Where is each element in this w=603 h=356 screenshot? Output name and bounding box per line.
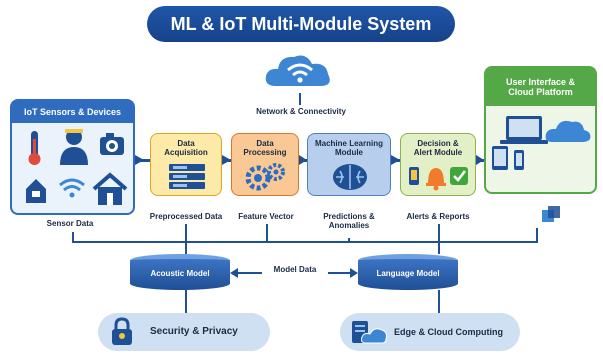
alert-icons (409, 167, 468, 191)
alert-title: Decision & Alert Module (413, 139, 463, 158)
drop-ml (348, 238, 350, 243)
check-icon (450, 167, 468, 185)
acoustic-model-label: Acoustic Model (150, 269, 210, 278)
windows-icon (542, 206, 560, 222)
iot-caption: Sensor Data (46, 219, 94, 228)
arrow-alert-ui (476, 155, 484, 165)
iot-title: IoT Sensors & Devices (12, 101, 133, 123)
home-icon (92, 172, 128, 205)
gears-icon (245, 163, 285, 191)
laptop-icon (500, 116, 548, 144)
title-banner: ML & IoT Multi-Module System (147, 6, 455, 42)
thermometer-icon (28, 131, 41, 165)
acquisition-caption: Preprocessed Data (149, 212, 223, 221)
ml-caption: Predictions & Anomalies (323, 212, 375, 231)
arrow-model-left (230, 268, 238, 278)
model-data-label: Model Data (262, 265, 328, 275)
drop-proc (266, 224, 268, 242)
arrow-acq-proc (222, 155, 231, 165)
drop-iot (72, 232, 74, 242)
iot-card: IoT Sensors & Devices (10, 99, 135, 215)
cloud-icon (545, 120, 591, 142)
arrow-ml-alert (391, 155, 400, 165)
edge-card: Edge & Cloud Computing (340, 313, 520, 351)
security-card: Security & Privacy (98, 313, 270, 351)
ui-title: User Interface & Cloud Platform (486, 68, 595, 106)
edge-label: Edge & Cloud Computing (394, 327, 503, 337)
camera-icon (100, 133, 124, 155)
processing-card: Data Processing (231, 133, 299, 196)
arrow-proc-ml (299, 155, 307, 165)
iot-icons (26, 129, 128, 205)
bottom-bus (72, 241, 538, 243)
server-icon (169, 164, 205, 189)
drop-ui (536, 228, 538, 242)
drop-acq (185, 224, 187, 254)
drop-security (185, 290, 187, 314)
network-connector (299, 93, 301, 105)
phone-icon (409, 167, 419, 185)
drop-edge (438, 290, 440, 314)
acquisition-card: Data Acquisition (150, 133, 222, 196)
wifi-cloud-icon (265, 55, 330, 86)
network-label: Network & Connectivity (256, 107, 346, 116)
alert-card: Decision & Alert Module (400, 133, 476, 196)
bell-icon (426, 168, 446, 191)
security-label: Security & Privacy (150, 326, 238, 337)
drop-alert (438, 224, 440, 254)
acoustic-model-db: Acoustic Model (130, 254, 230, 290)
worker-icon (60, 129, 88, 165)
ui-icons (492, 116, 591, 170)
alert-caption: Alerts & Reports (406, 212, 470, 221)
lock-icon (112, 317, 132, 345)
processing-title: Data Processing (243, 139, 287, 158)
house-sensor-icon (26, 179, 46, 203)
diagram-title: ML & IoT Multi-Module System (170, 13, 432, 34)
arrow-model-right (350, 268, 358, 278)
ml-card: Machine Learning Module (307, 133, 391, 196)
acquisition-title: Data Acquisition (164, 139, 208, 158)
tablet-icon (492, 146, 508, 170)
arrow-iot-acq (135, 155, 144, 165)
ml-title: Machine Learning Module (314, 139, 383, 158)
cloud-server-icon (352, 321, 387, 344)
phone-device-icon (514, 150, 524, 170)
language-model-label: Language Model (376, 269, 440, 278)
wifi-icon (59, 178, 85, 198)
language-model-db: Language Model (358, 254, 458, 290)
ui-card: User Interface & Cloud Platform (484, 66, 597, 194)
processing-caption: Feature Vector (238, 212, 294, 221)
brain-icon (333, 164, 367, 190)
